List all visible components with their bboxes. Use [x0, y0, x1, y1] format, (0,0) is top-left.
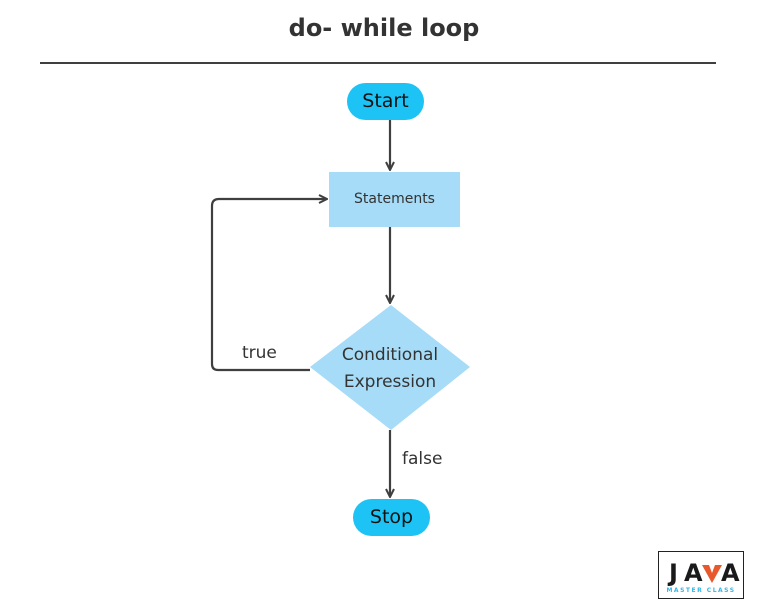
diagram-title: do- while loop [288, 14, 480, 42]
statements-label: Statements [354, 191, 435, 207]
arrow-true-loop-back [210, 199, 326, 372]
stop-node [353, 499, 430, 536]
stop-label: Stop [369, 506, 414, 528]
condition-node [310, 305, 470, 430]
start-node [347, 83, 424, 120]
title-divider [40, 62, 716, 64]
start-label: Start [362, 90, 409, 112]
svg-text:A: A [684, 559, 703, 587]
svg-text:J: J [667, 559, 678, 587]
svg-text:MASTER CLASS: MASTER CLASS [666, 587, 735, 594]
false-edge-label: false [402, 449, 443, 469]
java-master-class-logo: J A A MASTER CLASS [658, 551, 744, 599]
condition-label-line2: Expression [343, 372, 437, 392]
svg-text:A: A [721, 559, 740, 587]
statements-node [329, 172, 460, 227]
logo-graphic: J A A MASTER CLASS [666, 559, 740, 594]
true-edge-label: true [242, 343, 277, 363]
condition-label-line1: Conditional [341, 345, 439, 365]
